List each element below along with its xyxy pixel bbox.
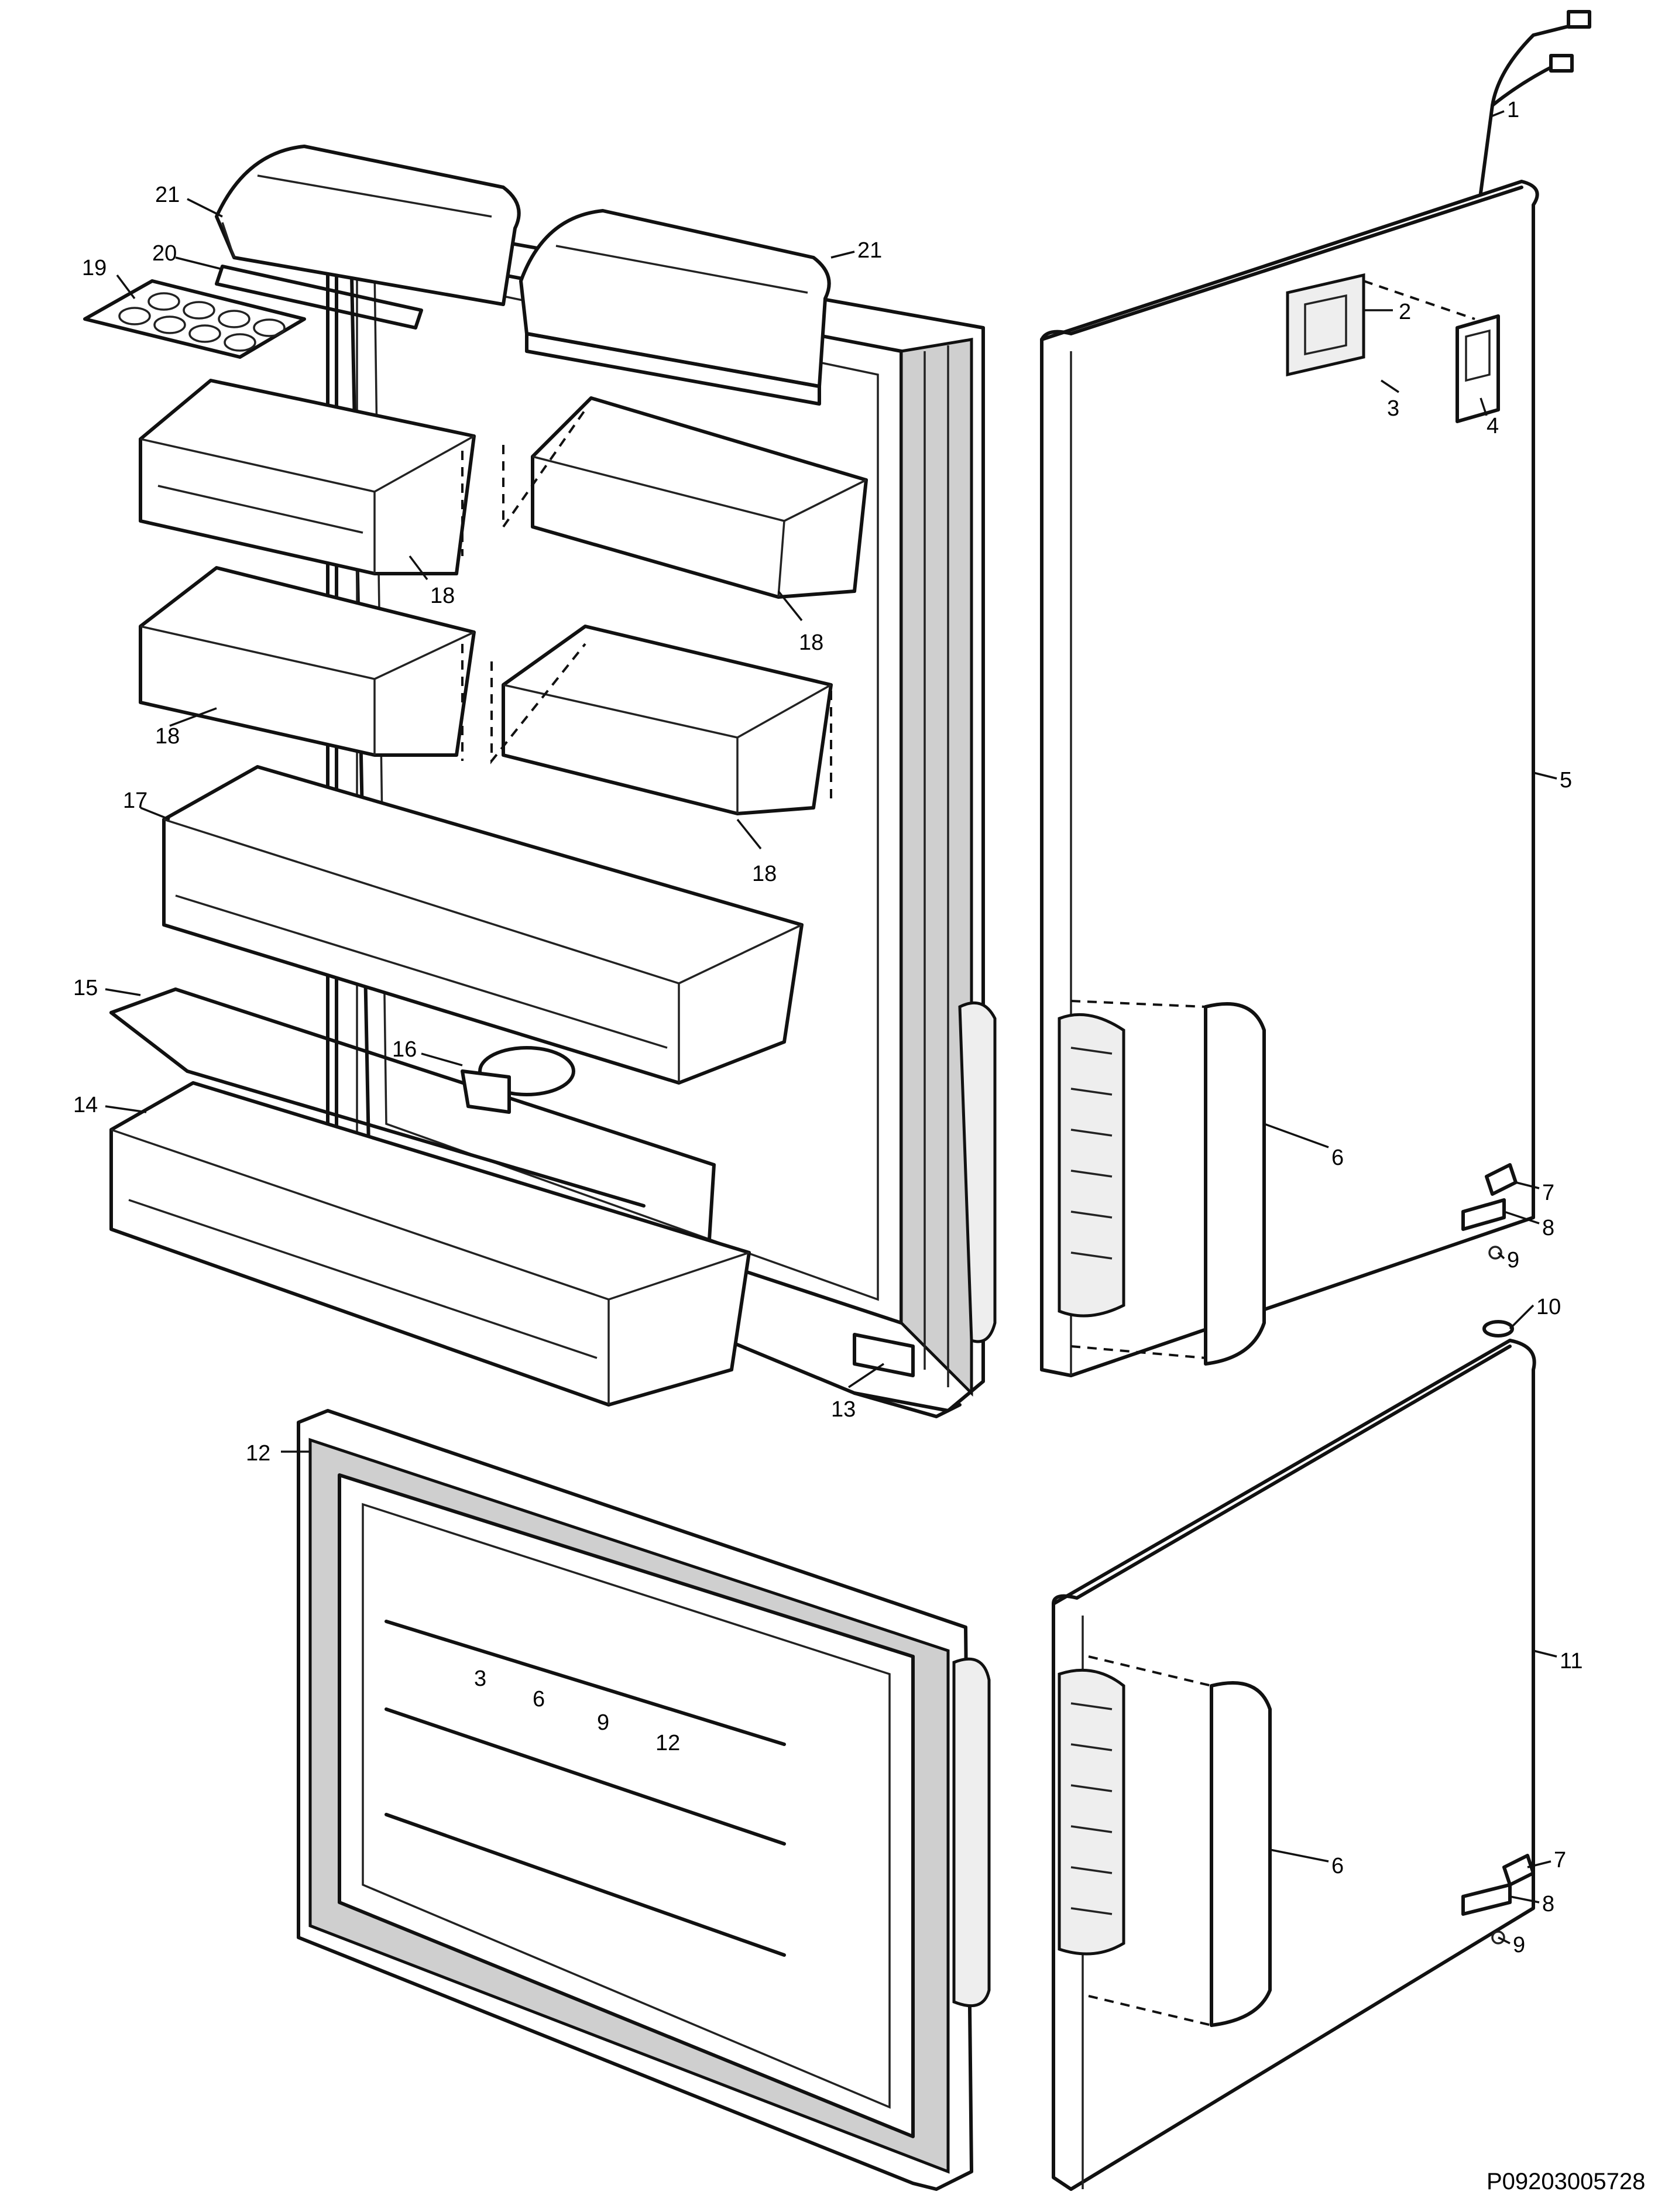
label-21-left: 21 [155,183,180,207]
label-20: 20 [152,241,177,266]
label-4: 4 [1487,414,1499,438]
label-8-upper: 8 [1542,1216,1554,1240]
part-labels: 1 2 3 4 5 6 6 7 7 8 8 9 9 10 11 12 13 14… [73,98,1583,1957]
part-1-cable [1479,10,1591,195]
part-19-egg-tray [83,279,306,359]
temperature-scale: 3 6 9 12 [474,1666,680,1755]
temp-mark-3: 3 [474,1666,486,1691]
label-17: 17 [123,788,147,813]
label-6-lower: 6 [1331,1854,1344,1878]
label-15: 15 [73,976,98,1000]
part-20-shelf-rail [215,265,423,330]
part-16-bottle-holder [461,1046,575,1114]
label-18-upper-right: 18 [799,630,823,655]
part-10-hinge-pin [1482,1320,1514,1338]
label-9-lower: 9 [1513,1933,1525,1957]
part-18-door-bin-upper-right [531,396,868,599]
part-7-8-9-upper-hinge [1461,1163,1518,1260]
label-18-lower-left: 18 [155,724,180,749]
label-3: 3 [1387,396,1399,421]
label-7-upper: 7 [1542,1181,1554,1205]
label-19: 19 [82,256,107,280]
label-2: 2 [1399,300,1411,324]
leader-lines [105,110,1557,1944]
label-11: 11 [1560,1649,1583,1673]
part-18-door-bin-lower-right [502,625,833,815]
label-18-lower-right: 18 [752,862,777,886]
label-12: 12 [246,1441,270,1466]
part-5-upper-door-outer [1040,180,1539,1377]
label-8-lower: 8 [1542,1892,1554,1916]
temp-mark-9: 9 [597,1710,609,1735]
part-15-bottle-retainer [109,987,716,1260]
part-21-dairy-lid-left [215,145,521,306]
part-13-hinge-cover [853,1333,915,1377]
label-6-upper: 6 [1331,1146,1344,1170]
label-5: 5 [1560,768,1572,793]
temp-mark-6: 6 [533,1687,545,1712]
part-18-door-bin-upper-left [139,379,476,575]
part-12-lower-door-liner [297,1409,991,2191]
label-9-upper: 9 [1507,1248,1519,1273]
part-17-large-door-bin [162,765,804,1085]
label-7-lower: 7 [1554,1848,1566,1873]
upper-door-liner [326,209,997,1418]
part-11-lower-door-outer [1052,1339,1536,2191]
label-13: 13 [831,1397,856,1422]
part-14-bottom-door-bin [109,1081,751,1407]
label-16: 16 [392,1037,417,1062]
part-18-door-bin-lower-left [139,566,476,757]
part-7-8-9-lower-hinge [1461,1854,1535,1944]
label-21-right: 21 [857,238,882,263]
part-21-dairy-lid-right [519,209,831,406]
label-14: 14 [73,1093,98,1117]
temp-mark-12: 12 [655,1731,680,1755]
label-1: 1 [1507,98,1519,122]
label-10: 10 [1536,1295,1561,1319]
label-18-upper-left: 18 [430,584,455,608]
drawing-reference-number: P09203005728 [1487,2169,1645,2194]
